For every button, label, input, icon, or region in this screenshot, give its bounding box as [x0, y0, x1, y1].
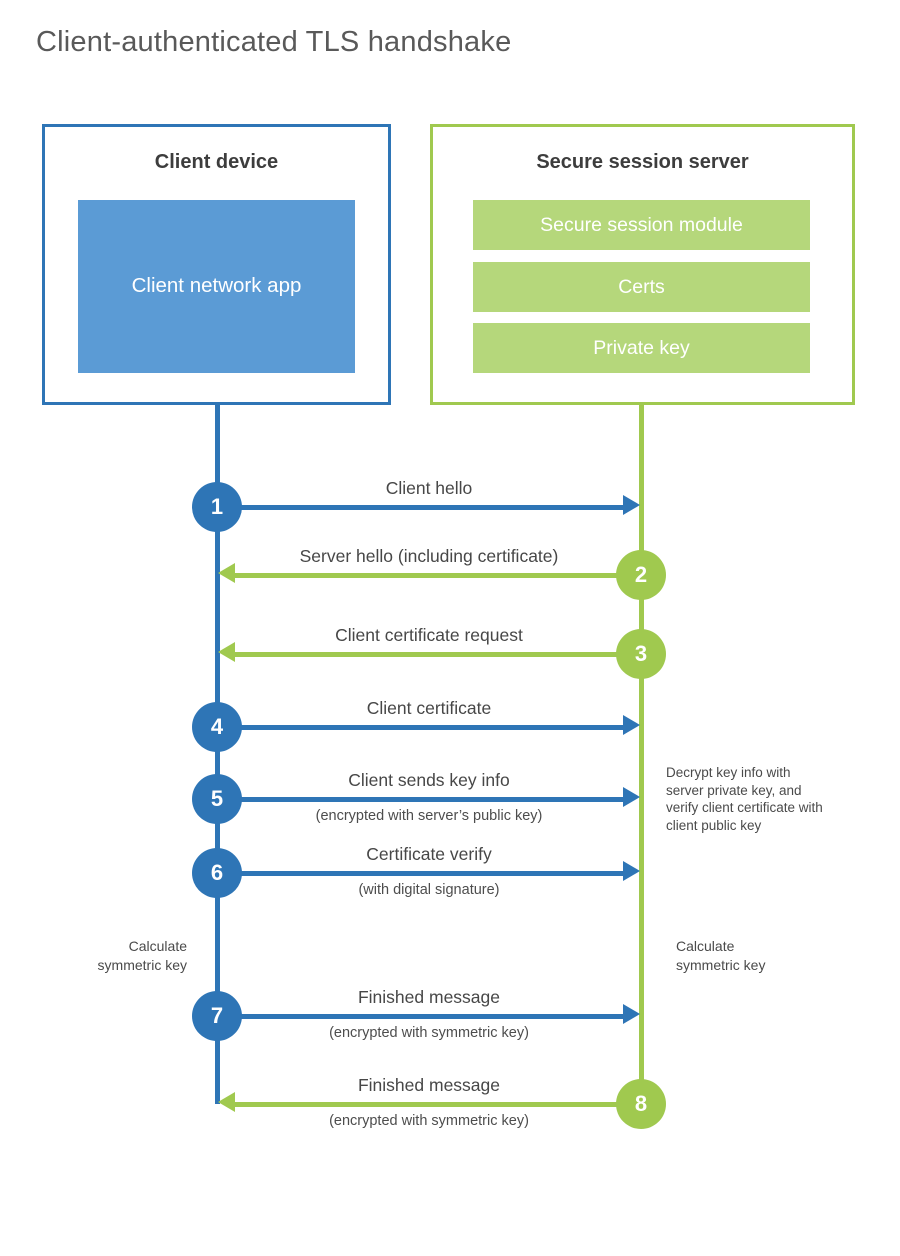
message-label: Client certificate request — [335, 625, 523, 645]
message-label: Client sends key info — [348, 770, 510, 790]
arrowhead-left-icon — [218, 642, 235, 662]
arrowhead-left-icon — [218, 1092, 235, 1112]
page-title: Client-authenticated TLS handshake — [36, 26, 512, 58]
step-4-circle: 4 — [192, 702, 242, 752]
client-network-app-label: Client network app — [131, 274, 302, 298]
message-label: Client hello — [385, 478, 473, 498]
step-6-circle: 6 — [192, 848, 242, 898]
client-network-app-box: Client network app — [78, 200, 355, 373]
private-key-bar: Private key — [473, 323, 810, 373]
arrowhead-right-icon — [623, 715, 640, 735]
server-lifeline — [639, 405, 644, 1104]
certs-bar: Certs — [473, 262, 810, 312]
arrowhead-right-icon — [623, 1004, 640, 1024]
client-lifeline — [215, 405, 220, 1104]
secure-session-server-title: Secure session server — [536, 151, 749, 173]
arrow-line — [217, 725, 628, 730]
arrow-line — [217, 505, 628, 510]
arrowhead-right-icon — [623, 787, 640, 807]
client-device-title: Client device — [154, 151, 279, 173]
arrow-line — [217, 1014, 628, 1019]
arrow-line — [230, 652, 641, 657]
arrow-line — [217, 797, 628, 802]
step-5-circle: 5 — [192, 774, 242, 824]
message-sublabel: (with digital signature) — [358, 882, 500, 898]
client-device-box: Client device Client network app — [42, 124, 391, 405]
calculate-symmetric-key-left: Calculate symmetric key — [97, 938, 187, 973]
message-label: Finished message — [357, 987, 501, 1007]
calculate-symmetric-key-right: Calculate symmetric key — [676, 938, 766, 973]
arrowhead-right-icon — [623, 861, 640, 881]
secure-session-module-bar: Secure session module — [473, 200, 810, 250]
arrowhead-left-icon — [218, 563, 235, 583]
step-7-circle: 7 — [192, 991, 242, 1041]
step-3-circle: 3 — [616, 629, 666, 679]
message-label: Client certificate — [366, 698, 492, 718]
step-2-circle: 2 — [616, 550, 666, 600]
arrow-line — [217, 871, 628, 876]
step-1-circle: 1 — [192, 482, 242, 532]
message-sublabel: (encrypted with server’s public key) — [315, 808, 543, 824]
step-8-circle: 8 — [616, 1079, 666, 1129]
message-sublabel: (encrypted with symmetric key) — [329, 1025, 529, 1041]
message-label: Certificate verify — [366, 844, 492, 864]
arrow-line — [230, 1102, 641, 1107]
decrypt-note: Decrypt key info with server private key… — [666, 765, 823, 833]
message-label: Server hello (including certificate) — [299, 546, 559, 566]
secure-session-server-box: Secure session server Secure session mod… — [430, 124, 855, 405]
message-sublabel: (encrypted with symmetric key) — [329, 1113, 529, 1129]
arrowhead-right-icon — [623, 495, 640, 515]
message-label: Finished message — [357, 1075, 501, 1095]
arrow-line — [230, 573, 641, 578]
